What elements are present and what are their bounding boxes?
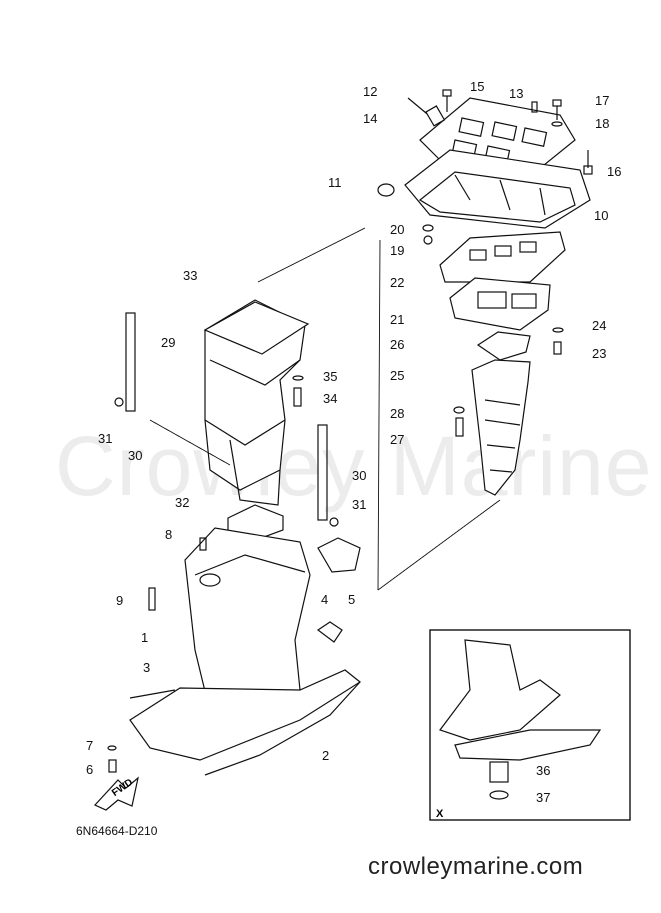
callout-14: 14 [363, 111, 378, 126]
callout-15: 15 [470, 79, 485, 94]
plate-5 [317, 537, 361, 573]
anode-4 [316, 621, 343, 643]
circlip-37 [489, 790, 509, 800]
inset-box [429, 629, 631, 821]
callout-30b: 30 [352, 468, 367, 483]
bolt-16 [583, 150, 593, 175]
exhaust-manifold-21 [449, 277, 551, 331]
washer-35 [292, 375, 304, 381]
callout-31b: 31 [352, 497, 367, 512]
callout-33: 33 [183, 268, 198, 283]
washer-7 [107, 745, 117, 751]
bolt-6 [108, 759, 117, 773]
bolt-9 [148, 587, 156, 611]
callout-29: 29 [161, 335, 176, 350]
bolt-34 [293, 387, 302, 407]
rubber-seal-30b [317, 424, 328, 521]
nut-19 [423, 235, 433, 245]
callout-3: 3 [143, 660, 151, 675]
screw-31b [329, 517, 339, 527]
callout-12: 12 [363, 84, 378, 99]
gasket-22 [439, 231, 566, 283]
callout-2: 2 [322, 748, 330, 763]
callout-19: 19 [390, 243, 405, 258]
grommet-11 [377, 183, 395, 197]
dowel-8 [199, 537, 207, 551]
callout-25: 25 [390, 368, 405, 383]
callout-11: 11 [328, 175, 342, 190]
callout-36: 36 [536, 763, 551, 778]
callout-1: 1 [141, 630, 149, 645]
inset-detail [439, 639, 602, 800]
screw-31a [114, 397, 124, 407]
rubber-seal-30a [125, 312, 136, 412]
lower-casing-1 [184, 527, 311, 721]
bolt-23 [553, 341, 562, 355]
bolt-15 [442, 89, 452, 112]
callout-32: 32 [175, 495, 190, 510]
callout-22: 22 [390, 275, 405, 290]
callout-34: 34 [323, 391, 338, 406]
watermark: Crowley Marine [55, 419, 653, 513]
inset-label: X [436, 808, 444, 820]
callout-13: 13 [509, 86, 524, 101]
diagram-code: 6N64664-D210 [76, 824, 158, 838]
callout-6: 6 [86, 762, 94, 777]
callout-17: 17 [595, 93, 610, 108]
bolt-27 [455, 417, 464, 437]
callout-23: 23 [592, 346, 607, 361]
gasket-26 [476, 331, 531, 361]
washer-24 [552, 327, 564, 333]
callout-4: 4 [321, 592, 329, 607]
callout-18: 18 [595, 116, 610, 131]
callout-9: 9 [116, 593, 124, 608]
callout-16: 16 [607, 164, 622, 179]
callout-24: 24 [592, 318, 607, 333]
rubber-strip-3 [129, 689, 176, 699]
washer-20 [422, 224, 434, 232]
dowel-13 [531, 101, 538, 113]
bolt-17 [551, 99, 563, 127]
callout-7: 7 [86, 738, 94, 753]
callout-10: 10 [594, 208, 609, 223]
site-footer: crowleymarine.com [368, 853, 584, 880]
callout-28: 28 [390, 406, 405, 421]
callout-31a: 31 [98, 431, 113, 446]
washer-28 [453, 406, 465, 414]
callout-27: 27 [390, 432, 405, 447]
callout-20: 20 [390, 222, 405, 237]
callout-37: 37 [536, 790, 551, 805]
callout-26: 26 [390, 337, 405, 352]
callout-21: 21 [390, 312, 405, 327]
callout-8: 8 [165, 527, 173, 542]
gasket-33 [203, 301, 310, 355]
fwd-arrow-icon [93, 776, 139, 811]
callout-5: 5 [348, 592, 356, 607]
exhaust-pipe-25 [471, 359, 531, 496]
bushing-36 [489, 761, 509, 783]
callout-30a: 30 [128, 448, 143, 463]
exhaust-guide-housing [404, 149, 591, 229]
strip-2 [204, 681, 361, 776]
callout-35: 35 [323, 369, 338, 384]
